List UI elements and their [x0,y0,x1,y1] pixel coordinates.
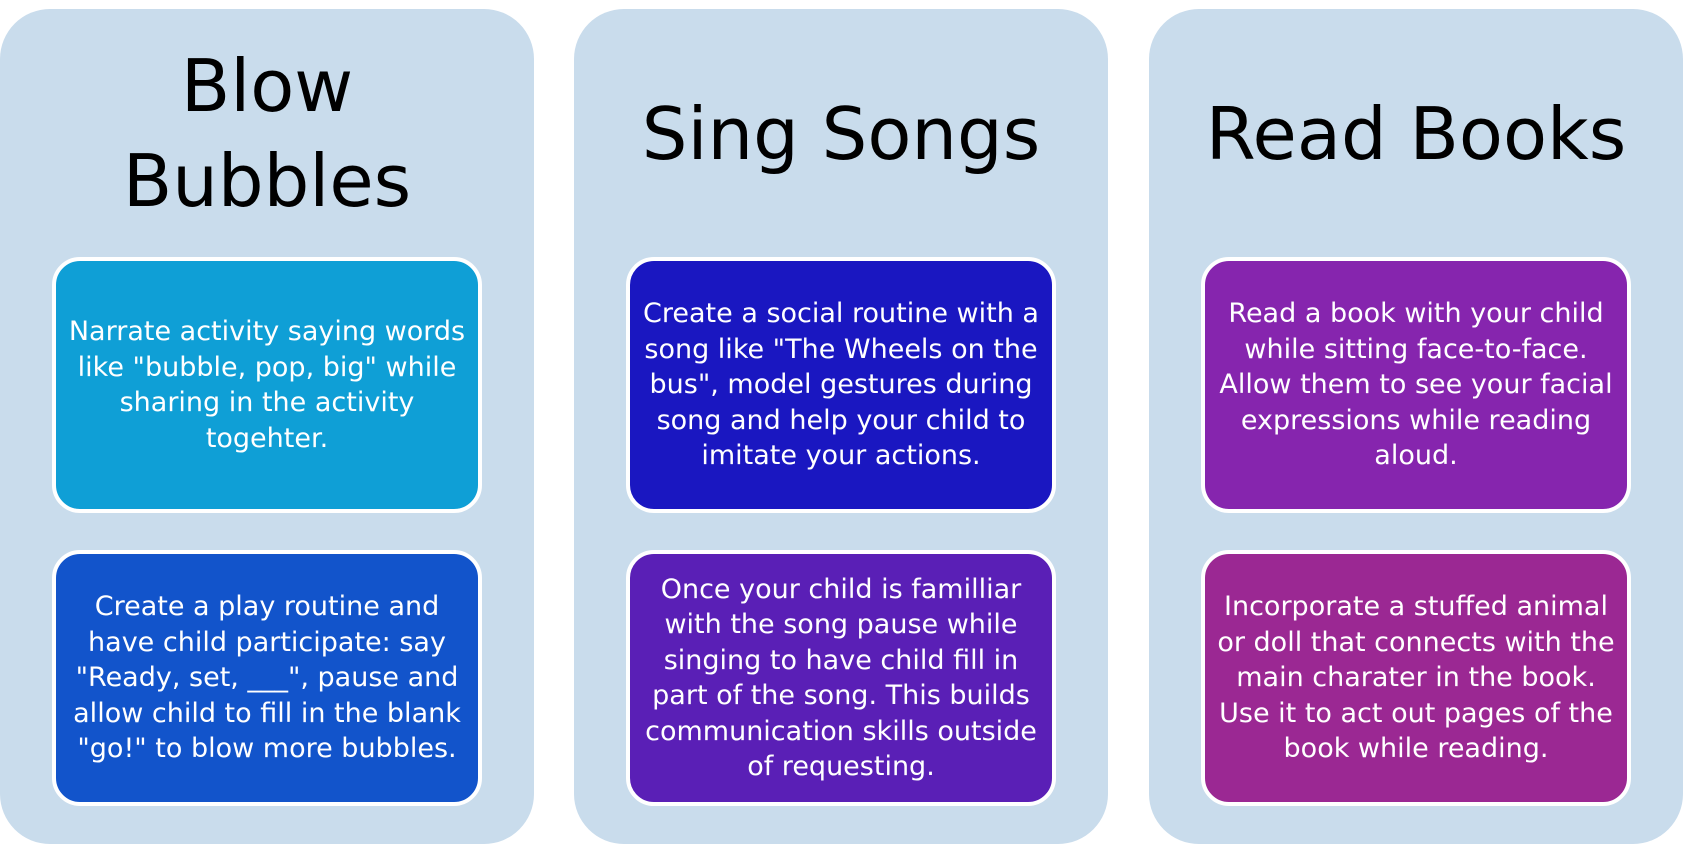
column-title-read-books: Read Books [1205,91,1627,176]
column-title-blow-bubbles: Blow Bubbles [122,44,412,223]
column-sing-songs: Sing Songs Create a social routine with … [574,9,1108,844]
card-sing-songs-pause-fill: Once your child is familliar with the so… [626,550,1056,806]
column-blow-bubbles: Blow Bubbles Narrate activity saying wor… [0,9,534,844]
card-blow-bubbles-play-routine: Create a play routine and have child par… [52,550,482,806]
card-text: Read a book with your child while sittin… [1219,298,1613,472]
column-read-books: Read Books Read a book with your child w… [1149,9,1683,844]
card-text: Narrate activity saying words like "bubb… [68,316,466,454]
card-text: Create a play routine and have child par… [73,591,461,765]
card-sing-songs-social-routine: Create a social routine with a song like… [626,257,1056,513]
column-title-sing-songs: Sing Songs [641,91,1041,176]
card-read-books-stuffed-animal: Incorporate a stuffed animal or doll tha… [1201,550,1631,806]
card-text: Incorporate a stuffed animal or doll tha… [1217,591,1615,765]
card-blow-bubbles-narrate: Narrate activity saying words like "bubb… [52,257,482,513]
card-text: Create a social routine with a song like… [643,298,1039,472]
card-text: Once your child is familliar with the so… [645,573,1037,783]
card-read-books-face-to-face: Read a book with your child while sittin… [1201,257,1631,513]
